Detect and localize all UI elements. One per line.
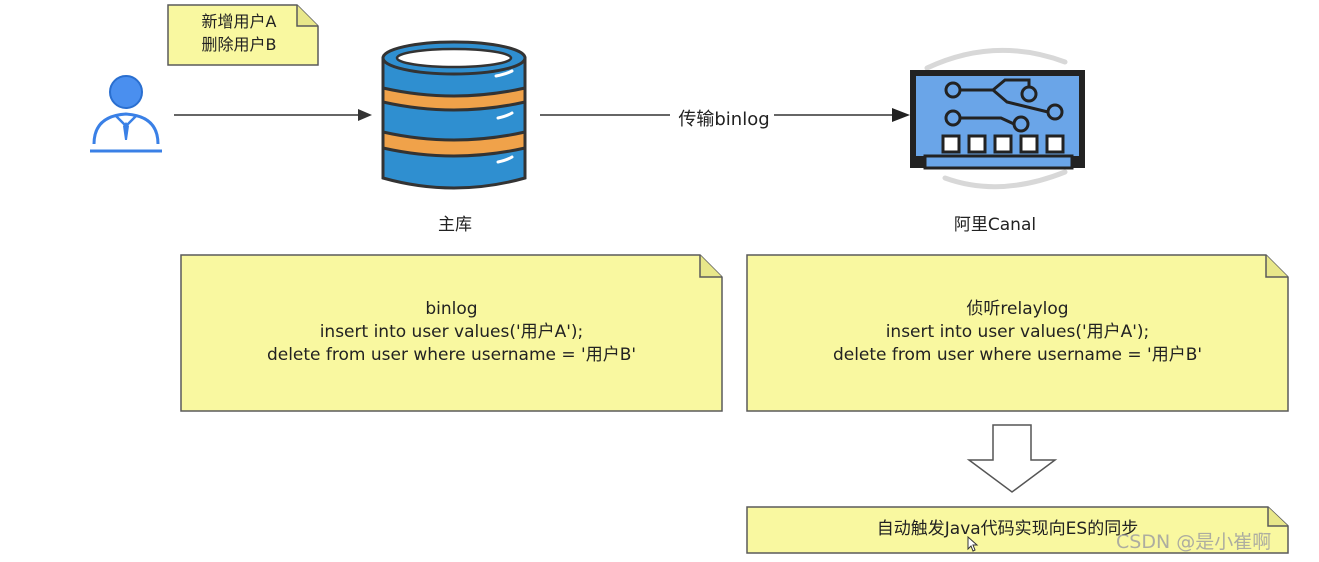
watermark: CSDN @是小崔啊 (1116, 531, 1272, 553)
arrow-db-to-canal (540, 108, 910, 122)
note-relaylog-line2: insert into user values('用户A'); (885, 322, 1150, 342)
top-note-shape (167, 4, 319, 66)
top-note-line2: 删除用户B (201, 35, 277, 54)
note-relaylog-line1: 侦听relaylog (966, 299, 1069, 319)
note-relaylog-line3: delete from user where username = '用户B' (832, 345, 1203, 365)
note-binlog-shape (180, 254, 723, 412)
cursor-icon (967, 536, 979, 552)
note-sync-shape (746, 506, 1289, 554)
arrow-user-to-db (174, 109, 372, 121)
note-binlog: binlog insert into user values('用户A'); d… (180, 254, 723, 412)
note-sync: 自动触发Java代码实现向ES的同步 (746, 506, 1289, 554)
db-label: 主库 (438, 215, 472, 235)
note-relaylog: 侦听relaylog insert into user values('用户A'… (746, 254, 1289, 412)
top-note: 新增用户A 删除用户B (167, 4, 319, 66)
database-icon (381, 40, 527, 190)
note-binlog-line1: binlog (425, 299, 478, 319)
circuit-board-icon (910, 47, 1085, 190)
arrow-label: 传输binlog (678, 109, 770, 130)
down-arrow-icon (966, 424, 1058, 493)
canal-label: 阿里Canal (953, 215, 1037, 235)
note-binlog-line2: insert into user values('用户A'); (319, 322, 584, 342)
note-relaylog-shape (746, 254, 1289, 412)
note-binlog-line3: delete from user where username = '用户B' (266, 345, 637, 365)
note-sync-text: 自动触发Java代码实现向ES的同步 (876, 519, 1139, 539)
top-note-line1: 新增用户A (201, 12, 277, 31)
user-icon (90, 75, 162, 153)
